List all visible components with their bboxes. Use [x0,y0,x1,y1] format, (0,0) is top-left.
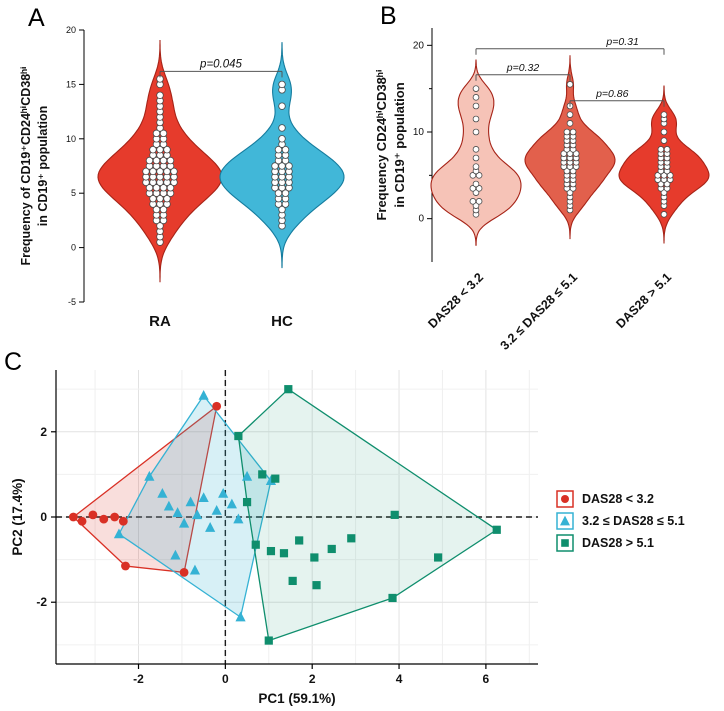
svg-text:PC1 (59.1%): PC1 (59.1%) [258,691,335,706]
svg-text:6: 6 [483,672,490,686]
legend-item: DAS28 < 3.2 [556,490,685,508]
svg-text:4: 4 [396,672,403,686]
svg-text:Frequency CD24ʰⁱCD38ʰⁱ: Frequency CD24ʰⁱCD38ʰⁱ [374,69,389,220]
svg-text:-2: -2 [36,595,47,609]
svg-text:0: 0 [71,243,76,253]
panel-b-label: B [380,2,397,30]
svg-text:in CD19⁺ population: in CD19⁺ population [392,82,407,207]
svg-text:p=0.86: p=0.86 [595,88,629,100]
svg-text:p=0.32: p=0.32 [506,62,540,74]
svg-text:PC2 (17.4%): PC2 (17.4%) [10,478,25,555]
svg-text:10: 10 [66,134,76,144]
svg-text:2: 2 [40,425,47,439]
legend-label: DAS28 > 5.1 [582,536,654,550]
svg-text:2: 2 [309,672,316,686]
legend-label: DAS28 < 3.2 [582,492,654,506]
svg-text:RA: RA [149,313,171,330]
legend-square-icon [556,534,574,552]
legend-item: DAS28 > 5.1 [556,534,685,552]
svg-text:20: 20 [413,40,425,51]
svg-text:p=0.045: p=0.045 [199,58,242,70]
panel-c-label: C [4,348,23,376]
svg-text:15: 15 [66,79,76,89]
svg-text:p=0.31: p=0.31 [605,36,638,48]
svg-text:DAS28 > 5.1: DAS28 > 5.1 [613,270,674,331]
svg-text:Frequency of CD19⁺CD24ʰⁱCD38ʰⁱ: Frequency of CD19⁺CD24ʰⁱCD38ʰⁱ [19,66,33,265]
svg-text:0: 0 [222,672,229,686]
svg-text:0: 0 [40,510,47,524]
svg-text:-2: -2 [133,672,144,686]
svg-text:3.2 ≤ DAS28 ≤ 5.1: 3.2 ≤ DAS28 ≤ 5.1 [498,270,581,353]
legend-label: 3.2 ≤ DAS28 ≤ 5.1 [582,514,685,528]
svg-text:20: 20 [66,25,76,35]
svg-text:10: 10 [413,127,425,138]
svg-text:0: 0 [418,214,424,225]
svg-text:in CD19⁺ population: in CD19⁺ population [36,106,50,226]
panel-a-label: A [28,4,45,32]
svg-text:DAS28 < 3.2: DAS28 < 3.2 [425,270,486,331]
svg-text:HC: HC [271,313,293,330]
legend-triangle-icon [556,512,574,530]
legend-circle-icon [556,490,574,508]
svg-text:-5: -5 [68,297,76,307]
legend-item: 3.2 ≤ DAS28 ≤ 5.1 [556,512,685,530]
svg-text:5: 5 [71,188,76,198]
